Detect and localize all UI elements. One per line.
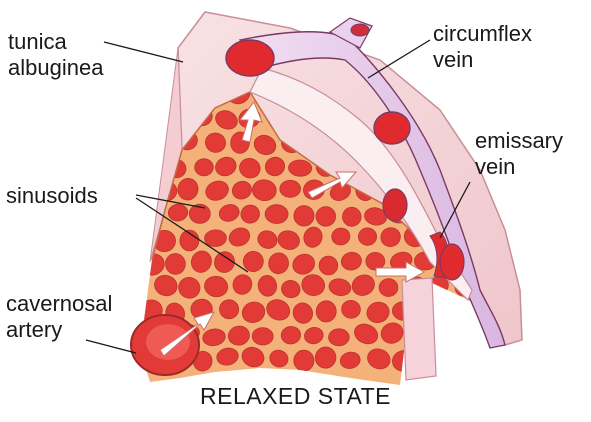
- sinusoid-cell: [358, 227, 377, 245]
- label-emissary-line2: vein: [475, 154, 563, 180]
- label-sinusoids: sinusoids: [6, 183, 98, 209]
- emissary-vein-lumen: [440, 244, 464, 280]
- label-emissary-line1: emissary: [475, 128, 563, 154]
- sinusoid-cell: [195, 159, 214, 176]
- sinusoid-cell: [442, 345, 464, 368]
- sinusoid-cell: [129, 180, 152, 203]
- sinusoid-cell: [379, 278, 399, 297]
- vein-branch-top-lumen: [351, 24, 369, 36]
- sinusoid-cell: [128, 132, 152, 157]
- label-cavernosal-line2: artery: [6, 317, 112, 343]
- label-tunica-line2: albuginea: [8, 55, 103, 81]
- sinusoid-cell: [463, 109, 486, 129]
- cavernosal-artery-highlight: [146, 324, 190, 360]
- sinusoid-cell: [129, 277, 149, 296]
- sinusoid-cell: [319, 256, 339, 276]
- vein-lumen-mid: [374, 112, 410, 144]
- label-tunica-line1: tunica: [8, 29, 103, 55]
- sinusoid-cell: [293, 350, 314, 371]
- diagram-caption: RELAXED STATE: [0, 383, 591, 410]
- label-cavernosal-line1: cavernosal: [6, 291, 112, 317]
- sinusoid-cell: [294, 205, 315, 226]
- vein-lumen-lower: [383, 189, 407, 221]
- sinusoid-cell: [452, 321, 477, 346]
- sinusoid-cell: [280, 180, 301, 197]
- sinusoid-cell: [455, 84, 479, 106]
- leader-tunica: [104, 42, 183, 62]
- sinusoid-cell: [436, 300, 464, 324]
- sinusoid-cell: [140, 157, 162, 180]
- sinusoid-cell: [265, 205, 288, 224]
- label-sinusoids-text: sinusoids: [6, 183, 98, 209]
- sinusoid-cell: [366, 252, 385, 270]
- sinusoid-cell: [432, 84, 454, 104]
- label-emissary-vein: emissary vein: [475, 128, 563, 180]
- sinusoid-cell: [141, 104, 166, 130]
- label-circumflex-line1: circumflex: [433, 21, 532, 47]
- rim-block: [402, 278, 436, 380]
- sinusoid-cell: [130, 86, 149, 104]
- sinusoid-cell: [252, 327, 274, 345]
- vein-lumen-top-left: [226, 40, 274, 76]
- sinusoid-cell: [288, 160, 312, 177]
- sinusoid-cell: [464, 345, 492, 369]
- sinusoid-cell: [316, 206, 337, 227]
- label-cavernosal-artery: cavernosal artery: [6, 291, 112, 343]
- label-tunica-albuginea: tunica albuginea: [8, 29, 103, 81]
- label-circumflex-vein: circumflex vein: [433, 21, 532, 73]
- sinusoid-cell: [328, 329, 349, 346]
- label-circumflex-line2: vein: [433, 47, 532, 73]
